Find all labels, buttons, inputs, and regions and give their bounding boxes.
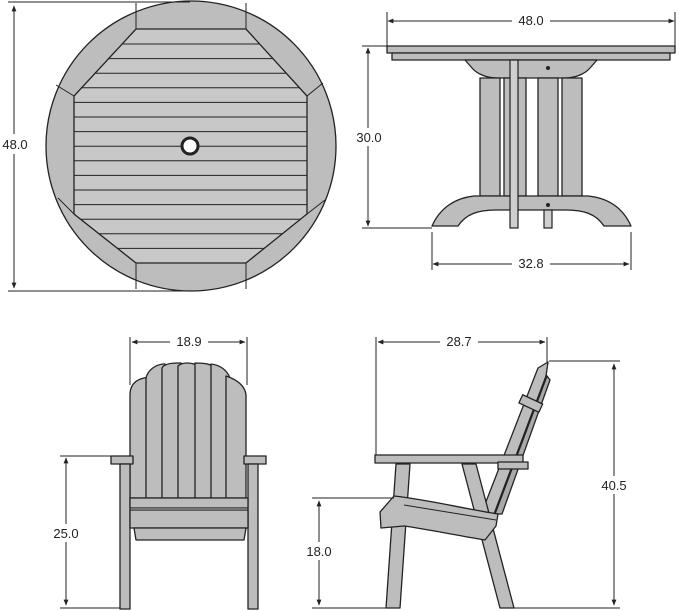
table-apron — [391, 52, 671, 61]
chair-seat-under — [133, 527, 247, 541]
chair-leg-right — [247, 463, 259, 610]
table-top-slats — [74, 43, 307, 264]
pedestal-column — [537, 77, 559, 197]
dim-label-table-width: 48.0 — [518, 13, 543, 28]
table-top-view: 48.0 — [0, 0, 337, 292]
chair-back-slat — [161, 362, 182, 499]
dim-label-table-height: 30.0 — [356, 130, 381, 145]
dim-label-chair-arm-height: 25.0 — [53, 526, 78, 541]
chair-seat-side — [379, 495, 499, 541]
dim-label-bg — [0, 134, 32, 154]
pedestal-cap — [464, 59, 598, 79]
chair-front-view: 18.9 25.0 — [49, 332, 267, 610]
rim-segments — [55, 3, 326, 289]
chair-side-view: 28.7 40.5 18.0 — [302, 332, 631, 609]
dim-label-table-base: 32.8 — [518, 256, 543, 271]
table-top-edge — [386, 45, 676, 54]
pedestal-foot — [431, 195, 632, 227]
chair-armrest-side — [374, 454, 524, 464]
chair-back-slat — [145, 363, 166, 499]
umbrella-hole-icon — [180, 136, 200, 156]
pedestal-column — [479, 77, 501, 197]
pedestal-column — [561, 77, 583, 197]
pedestal-leg-stub — [543, 209, 553, 229]
chair-armrest-left — [110, 455, 134, 465]
umbrella-pole — [509, 59, 519, 229]
chair-leg-left — [119, 463, 131, 610]
chair-back-slat — [225, 375, 247, 499]
chair-armrest-right — [243, 455, 267, 465]
chair-arm-support — [497, 461, 529, 470]
table-side-view: 48.0 30.0 32.8 — [352, 11, 676, 272]
dim-label-chair-depth: 28.7 — [446, 334, 471, 349]
chair-front-leg — [385, 463, 411, 609]
dim-label-chair-seat-height: 18.0 — [306, 544, 331, 559]
chair-seat-rail — [129, 509, 249, 529]
chair-back-side — [481, 361, 549, 515]
dim-label-chair-total-height: 40.5 — [601, 478, 626, 493]
dim-label-table-depth: 48.0 — [2, 137, 27, 152]
chair-seat-front — [129, 497, 249, 509]
dim-label-chair-back-width: 18.9 — [176, 334, 201, 349]
chair-back-cleat — [518, 394, 544, 413]
